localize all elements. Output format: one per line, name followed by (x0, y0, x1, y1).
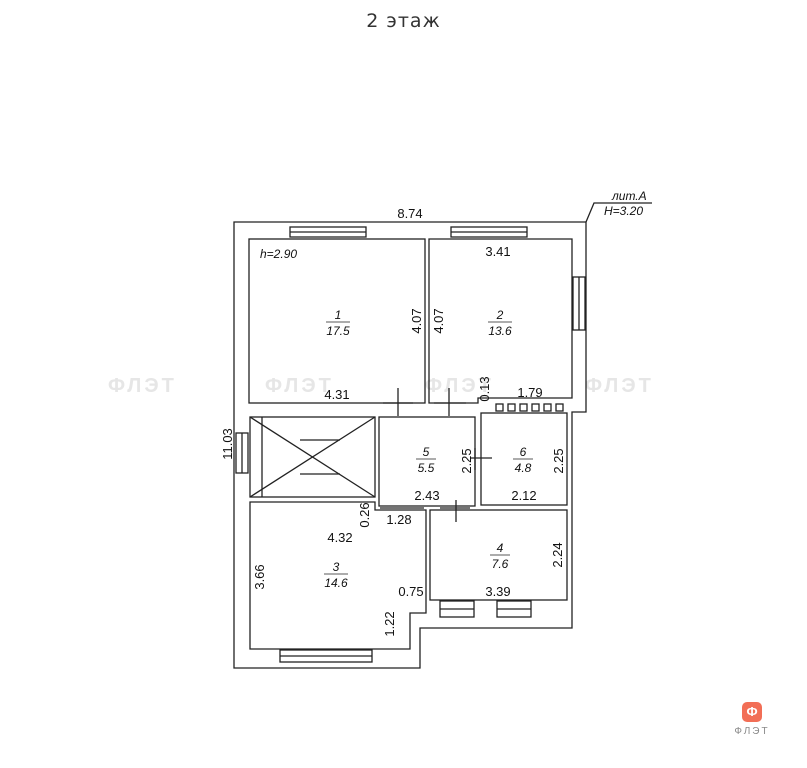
dim-room6-width: 2.12 (511, 488, 536, 503)
room-5-label: 5 5.5 (416, 445, 436, 475)
ceiling-height-label: h=2.90 (260, 247, 297, 261)
leader-line (585, 202, 652, 223)
room-number: 4 (497, 541, 504, 555)
watermark: ФЛЭТ (425, 375, 494, 397)
room-6-outline (480, 412, 568, 506)
lit-label: лит.А (611, 189, 647, 203)
room-area: 7.6 (492, 557, 509, 571)
room-area: 17.5 (326, 324, 350, 338)
room-area: 14.6 (324, 576, 348, 590)
room-2-outline (428, 238, 573, 404)
room-number: 3 (333, 560, 340, 574)
watermark: ФЛЭТ (265, 375, 334, 397)
dim-room3-length: 3.66 (252, 564, 267, 589)
dim-room2-length: 4.07 (431, 308, 446, 333)
logo-icon: Ф (742, 702, 762, 722)
dim-room6-length: 2.25 (551, 448, 566, 473)
dim-room2-offset: 0.13 (477, 376, 492, 401)
room-3-outline (249, 501, 427, 650)
dim-room3-width: 4.32 (327, 530, 352, 545)
dim-room4-width: 3.39 (485, 584, 510, 599)
room-4-outline (429, 509, 568, 601)
room-area: 5.5 (418, 461, 435, 475)
room-3-label: 3 14.6 (324, 560, 348, 590)
outer-wall (233, 221, 587, 669)
dim-room1-length: 4.07 (409, 308, 424, 333)
dim-room3-notch-h: 1.22 (382, 611, 397, 636)
room-area: 4.8 (515, 461, 532, 475)
dim-room5-width: 2.43 (414, 488, 439, 503)
dim-room3-notch-w: 0.75 (398, 584, 423, 599)
dim-room2-width: 3.41 (485, 244, 510, 259)
flat-logo: Ф ФЛЭТ (722, 702, 782, 737)
dim-room3-step: 1.28 (386, 512, 411, 527)
room-number: 2 (496, 308, 504, 322)
watermark: ФЛЭТ (108, 375, 177, 397)
dim-room2-bottom: 1.79 (517, 385, 542, 400)
room-2-label: 2 13.6 (488, 308, 512, 338)
room-number: 1 (335, 308, 342, 322)
floor-title: 2 этаж (366, 10, 441, 32)
dim-room5-length: 2.25 (459, 448, 474, 473)
dim-room3-offset: 0.26 (357, 502, 372, 527)
dim-overall-width: 8.74 (397, 206, 422, 221)
room-number: 5 (423, 445, 430, 459)
dim-room4-length: 2.24 (550, 542, 565, 567)
room-6-label: 6 4.8 (513, 445, 533, 475)
stair-line (249, 416, 376, 498)
room-1-outline (248, 238, 426, 404)
watermark: ФЛЭТ (585, 375, 654, 397)
logo-text: ФЛЭТ (734, 726, 770, 737)
room-number: 6 (520, 445, 527, 459)
stair-outline (249, 416, 376, 498)
room-1-label: 1 17.5 (326, 308, 350, 338)
dim-overall-length: 11.03 (220, 428, 235, 460)
dim-room1-width: 4.31 (324, 387, 349, 402)
room-4-label: 4 7.6 (490, 541, 510, 571)
room-area: 13.6 (488, 324, 512, 338)
height-label: H=3.20 (604, 204, 643, 218)
